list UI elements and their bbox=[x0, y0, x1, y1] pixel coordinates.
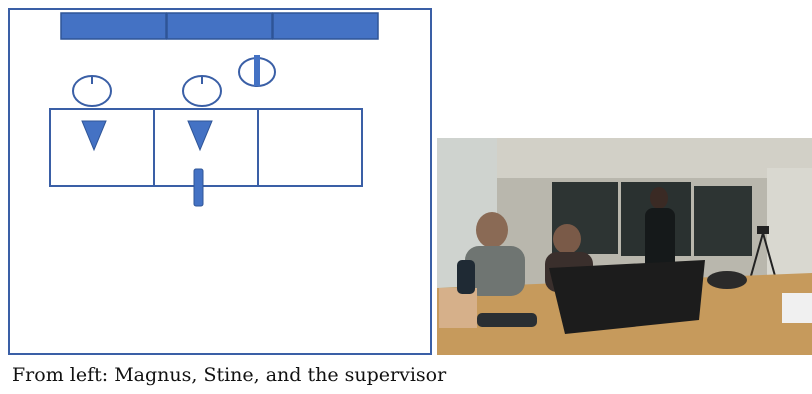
supervisor-figure-head bbox=[650, 187, 668, 209]
classroom-photo-svg bbox=[437, 138, 812, 355]
laptop-triangle-left bbox=[81, 120, 107, 152]
tripod-camera bbox=[757, 226, 769, 234]
figure-caption: From left: Magnus, Stine, and the superv… bbox=[12, 364, 447, 386]
supervisor-figure-body bbox=[645, 208, 675, 278]
laptop-screen bbox=[549, 260, 705, 334]
paper-item bbox=[782, 293, 812, 323]
blackboard-panel-left bbox=[60, 12, 167, 40]
shelf bbox=[767, 168, 812, 288]
stine-figure-head bbox=[553, 224, 581, 254]
seating-diagram-svg bbox=[49, 12, 379, 207]
camera-bar bbox=[193, 168, 204, 207]
ceiling bbox=[437, 138, 812, 178]
tripod-leg bbox=[748, 232, 764, 284]
laptop-triangle-middle bbox=[187, 120, 213, 152]
magnus-figure-body bbox=[465, 246, 525, 296]
blackboard-panel-right bbox=[272, 12, 379, 40]
blackboard-panel-middle bbox=[166, 12, 273, 40]
magnus-figure-head bbox=[476, 212, 508, 248]
box-item bbox=[439, 288, 477, 328]
supervisor-marker bbox=[254, 55, 260, 86]
desk-section-right bbox=[257, 108, 363, 187]
classroom-photo bbox=[437, 138, 812, 355]
blackboard-right bbox=[694, 186, 752, 256]
seating-diagram bbox=[8, 8, 432, 355]
bottle-item bbox=[457, 260, 475, 294]
bag-item bbox=[707, 271, 747, 289]
device-item bbox=[477, 313, 537, 327]
